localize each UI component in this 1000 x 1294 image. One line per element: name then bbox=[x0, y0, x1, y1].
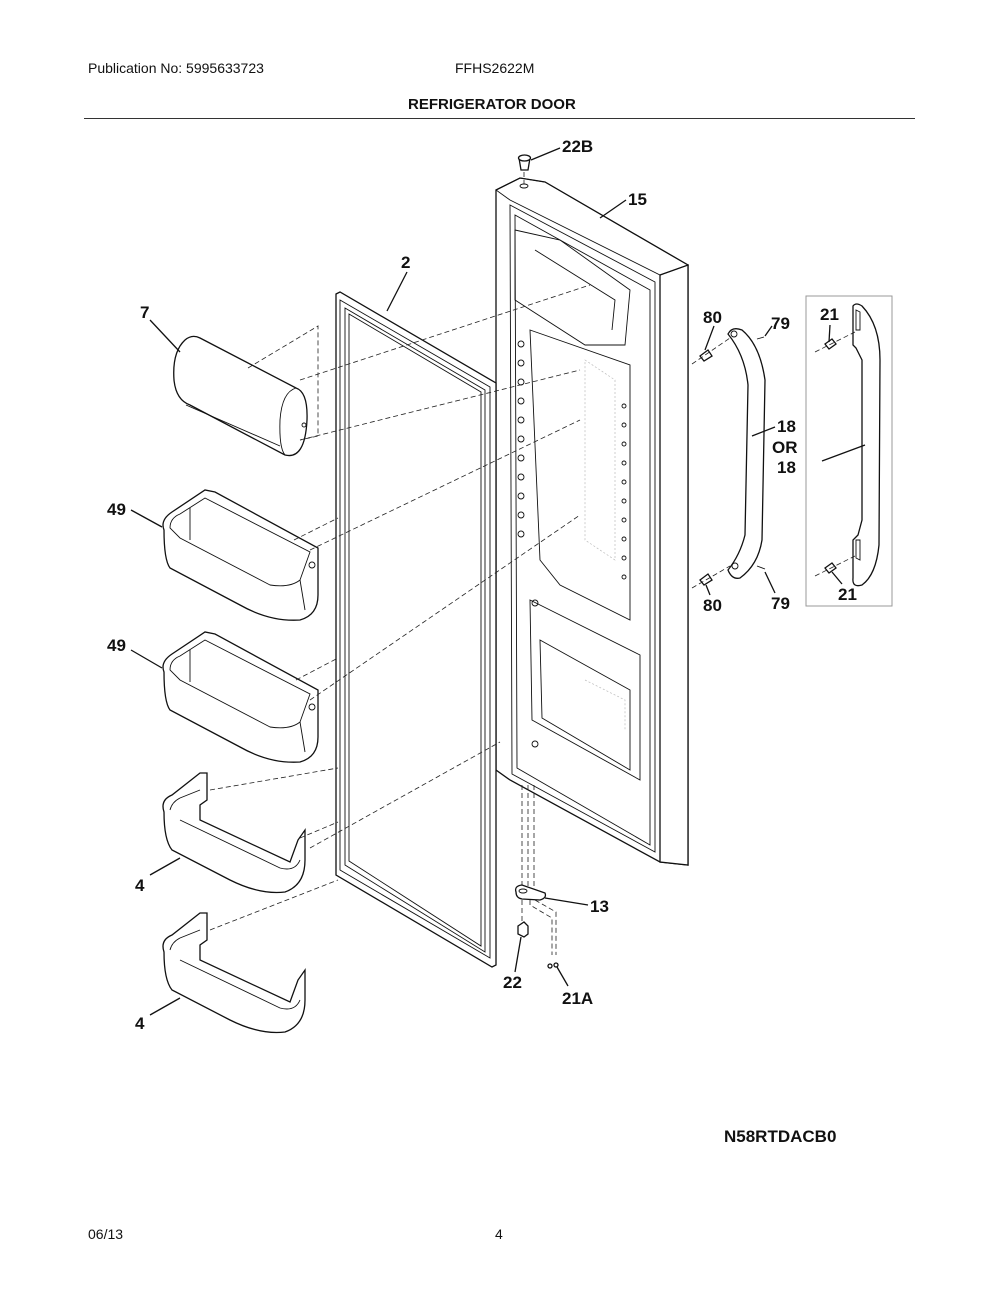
handle-18[interactable] bbox=[727, 328, 766, 579]
door-cap-22B[interactable] bbox=[517, 154, 532, 189]
bushing-22[interactable] bbox=[517, 921, 529, 938]
door-bin-49-bottom[interactable] bbox=[162, 631, 319, 763]
section-title: REFRIGERATOR DOOR bbox=[408, 96, 576, 113]
hinge-13[interactable] bbox=[514, 884, 547, 901]
plug-79-top[interactable] bbox=[756, 336, 765, 340]
header-divider bbox=[84, 118, 915, 119]
handle-18-alt[interactable] bbox=[852, 303, 881, 587]
callout-18-b: 18 bbox=[777, 458, 796, 477]
shelf-pegs bbox=[517, 340, 627, 748]
callout-22b: 22B bbox=[562, 137, 593, 156]
door-bin-4-bottom[interactable] bbox=[162, 912, 306, 1034]
publication-number: Publication No: 5995633723 bbox=[88, 60, 264, 76]
model-number: FFHS2622M bbox=[455, 60, 535, 76]
dairy-door-7[interactable] bbox=[173, 325, 319, 457]
callout-21-bottom: 21 bbox=[838, 585, 857, 604]
door-gasket-2[interactable] bbox=[335, 291, 497, 968]
door-bin-49-top[interactable] bbox=[162, 489, 319, 621]
callout-18-a: 18 bbox=[777, 417, 796, 436]
callout-80-top: 80 bbox=[703, 308, 722, 327]
callout-79-bottom: 79 bbox=[771, 594, 790, 613]
callout-80-bottom: 80 bbox=[703, 596, 722, 615]
screw-80-top[interactable] bbox=[699, 349, 713, 362]
door-bin-4-top[interactable] bbox=[162, 772, 306, 894]
callout-21a: 21A bbox=[562, 989, 593, 1008]
callout-79-top: 79 bbox=[771, 314, 790, 333]
publication-date: 06/13 bbox=[88, 1226, 124, 1242]
alternate-handle-box bbox=[805, 295, 893, 607]
callout-2: 2 bbox=[401, 253, 410, 272]
plug-79-bottom[interactable] bbox=[756, 565, 766, 570]
callout-7: 7 bbox=[140, 303, 149, 322]
callout-15: 15 bbox=[628, 190, 647, 209]
diagram-code: N58RTDACB0 bbox=[724, 1127, 837, 1146]
page-number: 4 bbox=[495, 1226, 503, 1242]
callout-4-bottom: 4 bbox=[135, 1014, 145, 1033]
door-assembly-15[interactable] bbox=[495, 177, 690, 866]
callout-18-or: OR bbox=[772, 438, 798, 457]
callout-22: 22 bbox=[503, 973, 522, 992]
callout-13: 13 bbox=[590, 897, 609, 916]
callout-49-top: 49 bbox=[107, 500, 126, 519]
screw-21A[interactable] bbox=[547, 962, 559, 969]
callout-49-bottom: 49 bbox=[107, 636, 126, 655]
callout-4-top: 4 bbox=[135, 876, 145, 895]
callout-21-top: 21 bbox=[820, 305, 839, 324]
